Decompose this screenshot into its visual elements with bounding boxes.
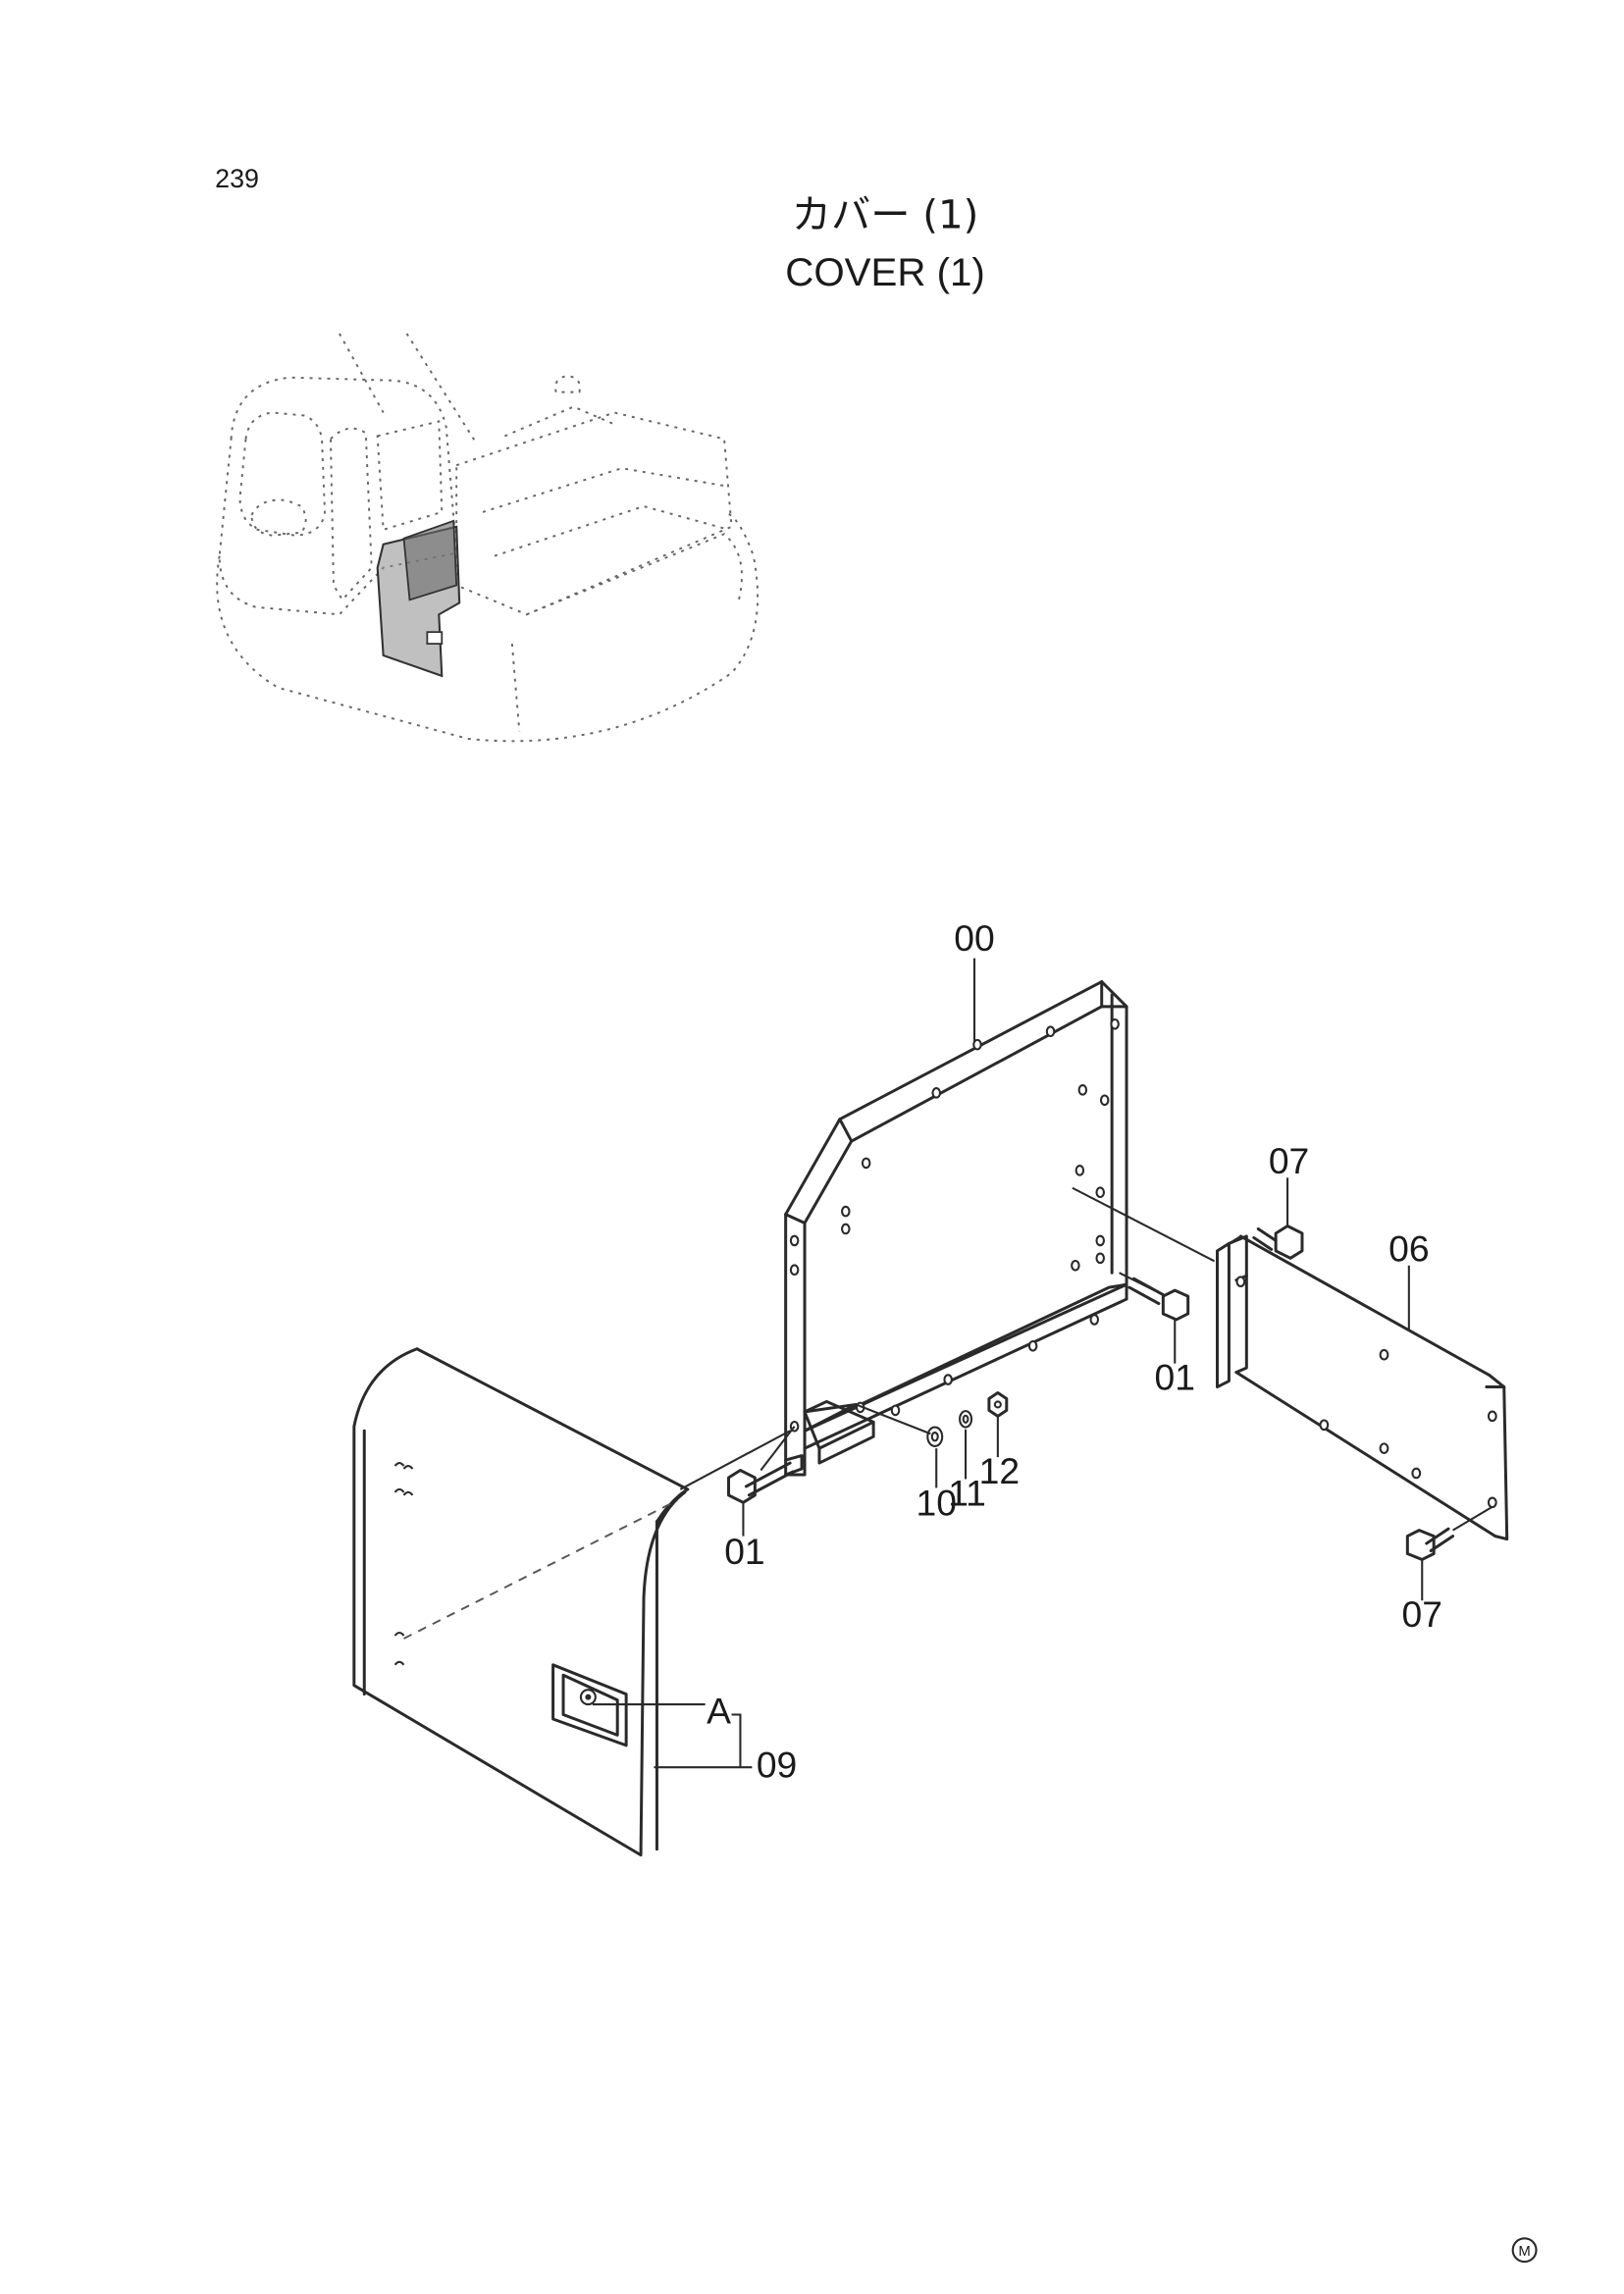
plate-part-06 [1216, 1234, 1509, 1541]
callout-12: 12 [979, 1450, 1020, 1491]
frame-part-00 [784, 980, 1128, 1477]
callout-detail-a: A [707, 1690, 731, 1731]
title-english: COVER (1) [785, 250, 985, 294]
callout-00: 00 [954, 917, 994, 959]
page-number: 239 [215, 164, 259, 193]
callout-07-upper: 07 [1269, 1140, 1309, 1181]
corner-mark-letter: M [1518, 2244, 1530, 2260]
callout-09: 09 [757, 1745, 797, 1786]
bolt-07-lower [1405, 1527, 1455, 1561]
nut-12 [987, 1390, 1009, 1418]
washer-10 [926, 1426, 944, 1447]
callout-06: 06 [1388, 1227, 1429, 1269]
callout-10: 10 [917, 1483, 957, 1524]
bolt-01-left [727, 1461, 795, 1504]
excavator-locator-illustration [216, 333, 760, 743]
callout-01-left: 01 [724, 1531, 764, 1572]
corner-mark: M [1511, 2237, 1538, 2264]
assembly-guide-lines [679, 1186, 1493, 1532]
callout-01-right: 01 [1155, 1357, 1195, 1398]
bolt-07-upper [1252, 1225, 1304, 1260]
callout-11: 11 [948, 1472, 986, 1513]
bolt-01-right [1127, 1277, 1190, 1322]
cover-panel-part-09 [352, 1347, 690, 1857]
washer-11 [959, 1410, 973, 1429]
leader-lines [592, 958, 1424, 1769]
title-japanese: カバー (1) [792, 193, 979, 238]
callout-07-lower: 07 [1402, 1593, 1442, 1635]
